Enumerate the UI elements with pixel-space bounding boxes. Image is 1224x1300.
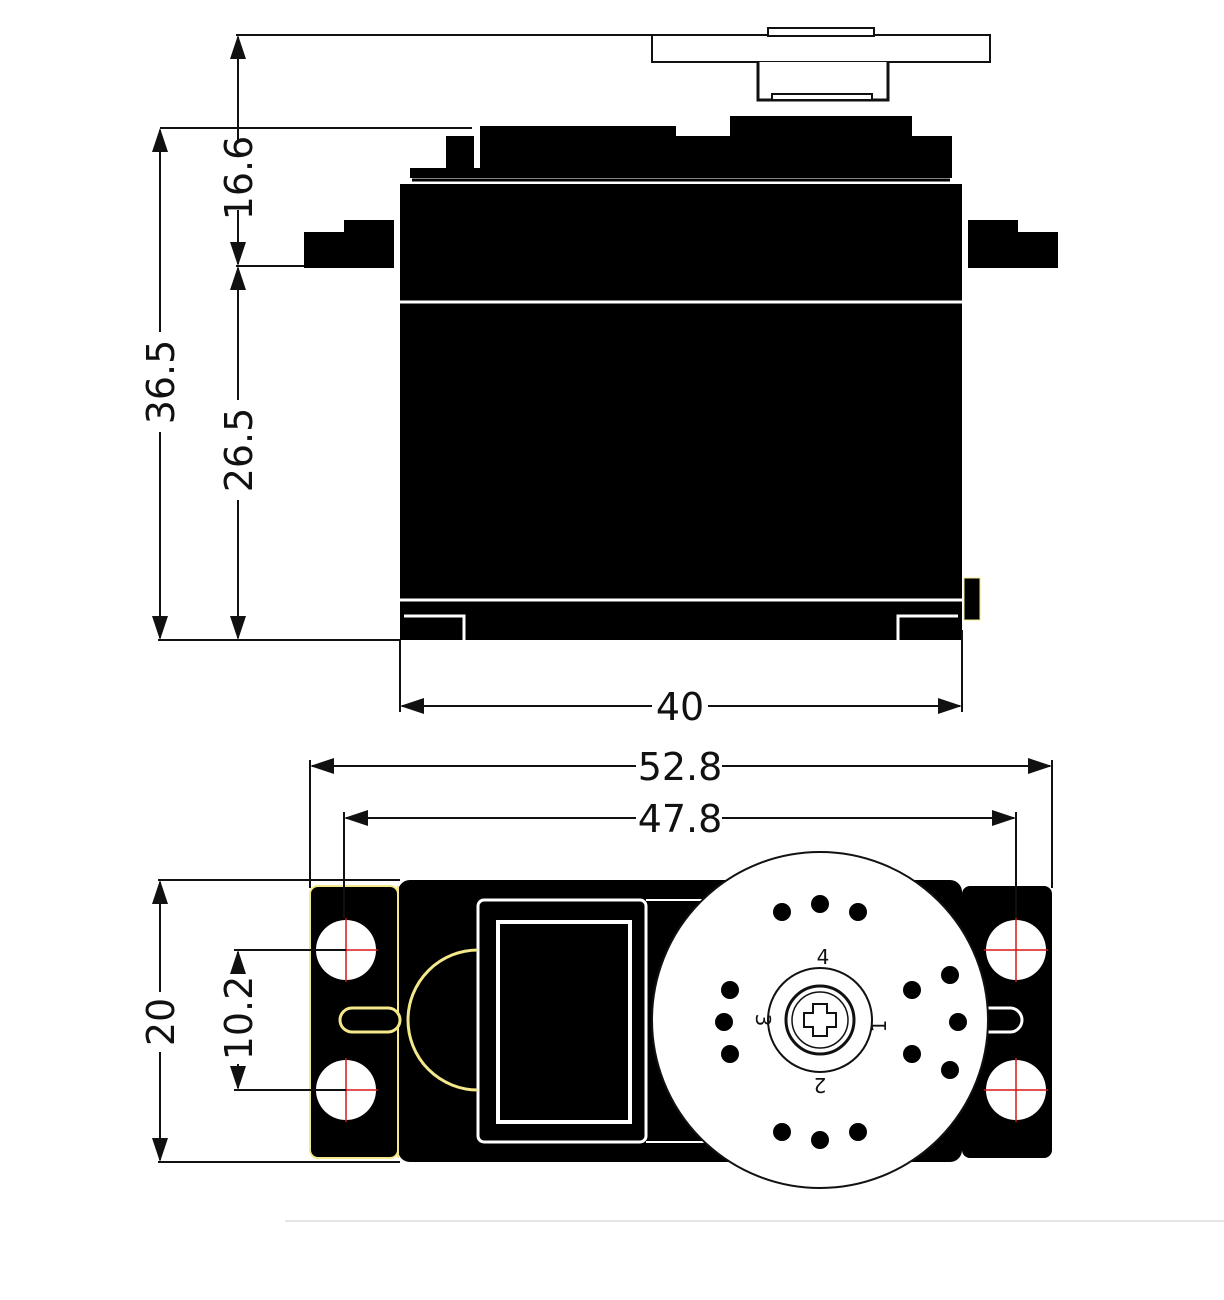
gear-arc: [406, 948, 479, 1092]
servo-body: [400, 184, 962, 640]
gear-boss: [730, 116, 912, 136]
horn-number-3: 3: [751, 1014, 775, 1027]
mount-slot-left: [338, 1006, 402, 1034]
dim-shaft-height: 16.6: [217, 136, 261, 221]
top-tab: [446, 136, 474, 168]
horn-number-2: 2: [814, 1073, 827, 1097]
gear-housing: [480, 126, 676, 168]
horn-arm: [651, 34, 991, 63]
dim-body-height: 26.5: [217, 408, 261, 493]
screw-cross-icon: [803, 1003, 837, 1037]
dim-body-width: 40: [656, 685, 704, 729]
top-view: 4 3 1 2: [309, 851, 1052, 1189]
dim-overall-length: 52.8: [638, 745, 723, 789]
mounting-ear-right: [968, 232, 1058, 268]
dim-total-height: 36.5: [139, 340, 183, 425]
horn-number-1: 1: [867, 1020, 891, 1033]
top-dimensions: [152, 758, 1053, 1163]
bottom-rule: [285, 1220, 1224, 1222]
label-frame-outer: [476, 898, 648, 1144]
cable-exit: [963, 577, 981, 621]
dim-hole-pitch: 10.2: [217, 976, 261, 1061]
side-dimensions: [152, 34, 963, 714]
horn-holes: [715, 895, 967, 1149]
dim-hole-spacing: 47.8: [638, 797, 723, 841]
dim-width: 20: [139, 998, 183, 1046]
label-frame-inner: [496, 920, 632, 1124]
horn-cap: [767, 27, 875, 37]
mounting-ear-left: [304, 232, 394, 268]
side-view: [304, 27, 1058, 640]
horn-number-4: 4: [817, 945, 830, 969]
